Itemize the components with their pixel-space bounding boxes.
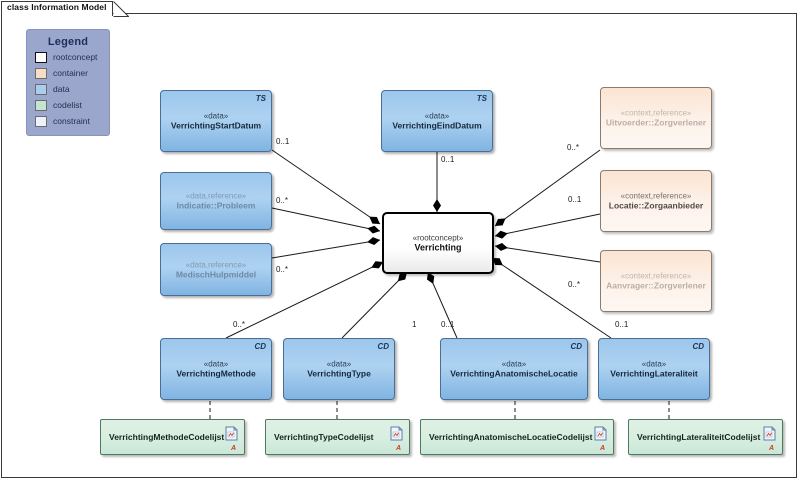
class-stereotype: «data,reference» <box>185 191 247 201</box>
document-icon <box>225 426 238 441</box>
legend-swatch-codelist <box>35 99 47 111</box>
class-stereotype: «context,reference» <box>620 271 692 281</box>
class-name: VerrichtingType <box>307 368 371 379</box>
multiplicity-type: 1 <box>412 320 417 329</box>
legend-label-constraint: constraint <box>53 116 90 126</box>
legend-item-codelist: codelist <box>35 98 109 112</box>
class-node-aanvrager-zorgverlener[interactable]: «context,reference» Aanvrager::Zorgverle… <box>600 250 712 312</box>
class-node-indicatie-probleem[interactable]: «data,reference» Indicatie::Probleem <box>160 172 272 230</box>
class-stereotype: «data» <box>424 111 450 121</box>
class-name: MedischHulpmiddel <box>175 269 257 279</box>
legend-item-rootconcept: rootconcept <box>35 50 109 64</box>
multiplicity-anatomische-locatie: 0..1 <box>441 320 455 329</box>
document-icon <box>763 426 776 441</box>
class-node-verrichting-lateraliteit[interactable]: CD «data» VerrichtingLateraliteit <box>598 338 710 400</box>
legend-swatch-data <box>35 83 47 95</box>
legend-swatch-constraint <box>35 115 47 127</box>
class-node-locatie-zorgaanbieder[interactable]: «context,reference» Locatie::Zorgaanbied… <box>600 170 712 232</box>
class-name: Indicatie::Probleem <box>176 200 256 211</box>
legend-label-data: data <box>53 84 70 94</box>
class-tag-cd: CD <box>377 342 389 351</box>
class-name: Uitvoerder::Zorgverlener <box>605 117 707 128</box>
class-name: Verrichting <box>414 242 462 253</box>
legend-label-container: container <box>53 68 88 78</box>
class-name: Locatie::Zorgaanbieder <box>608 200 704 211</box>
multiplicity-aanvrager: 0..* <box>568 280 581 289</box>
class-tag-cd: CD <box>570 342 582 351</box>
multiplicity-methode: 0..* <box>233 320 246 329</box>
legend-label-rootconcept: rootconcept <box>53 52 98 62</box>
class-name: VerrichtingLateraliteit <box>610 368 698 379</box>
legend-item-data: data <box>35 82 109 96</box>
codelist-name: VerrichtingAnatomischeLocatieCodelijst <box>429 432 593 442</box>
legend-swatch-container <box>35 67 47 79</box>
codelist-marker: A <box>230 445 236 452</box>
legend-swatch-rootconcept <box>35 51 47 63</box>
class-stereotype: «data» <box>641 359 667 369</box>
class-name: VerrichtingAnatomischeLocatie <box>450 368 578 379</box>
class-stereotype: «rootconcept» <box>412 233 464 243</box>
class-tag-ts: TS <box>255 94 266 103</box>
multiplicity-locatie: 0..1 <box>568 195 582 204</box>
multiplicity-start-datum: 0..1 <box>276 137 290 146</box>
codelist-name: VerrichtingMethodeCodelijst <box>109 432 225 442</box>
class-name: VerrichtingEindDatum <box>392 120 482 131</box>
multiplicity-indicatie: 0..* <box>276 196 289 205</box>
multiplicity-lateraliteit: 0..1 <box>615 320 629 329</box>
diagram-title-tab-slant <box>113 1 129 17</box>
class-node-verrichting-start-datum[interactable]: TS «data» VerrichtingStartDatum <box>160 90 272 152</box>
codelist-marker: A <box>395 445 401 452</box>
class-tag-cd: CD <box>254 342 266 351</box>
class-node-verrichting-type[interactable]: CD «data» VerrichtingType <box>283 338 395 400</box>
codelist-node-verrichting-type-codelijst[interactable]: VerrichtingTypeCodelijst A <box>265 419 410 455</box>
class-node-verrichting-eind-datum[interactable]: TS «data» VerrichtingEindDatum <box>381 90 493 152</box>
class-node-uitvoerder-zorgverlener[interactable]: «context,reference» Uitvoerder::Zorgverl… <box>600 87 712 149</box>
class-node-verrichting-root[interactable]: «rootconcept» Verrichting <box>382 212 494 274</box>
legend-panel: Legend rootconcept container data codeli… <box>26 29 110 136</box>
document-icon <box>390 426 403 441</box>
codelist-marker: A <box>599 445 605 452</box>
class-name: Aanvrager::Zorgverlener <box>606 280 706 291</box>
codelist-node-verrichting-lateraliteit-codelijst[interactable]: VerrichtingLateraliteitCodelijst A <box>628 419 783 455</box>
codelist-name: VerrichtingLateraliteitCodelijst <box>637 432 761 442</box>
document-icon <box>594 426 607 441</box>
codelist-node-verrichting-methode-codelijst[interactable]: VerrichtingMethodeCodelijst A <box>100 419 245 455</box>
class-node-medisch-hulpmiddel[interactable]: «data,reference» MedischHulpmiddel <box>160 243 272 296</box>
codelist-name: VerrichtingTypeCodelijst <box>274 432 374 442</box>
class-stereotype: «data» <box>203 359 229 369</box>
codelist-node-verrichting-anatomische-locatie-codelijst[interactable]: VerrichtingAnatomischeLocatieCodelijst A <box>420 419 614 455</box>
legend-item-constraint: constraint <box>35 114 109 128</box>
multiplicity-eind-datum: 0..1 <box>441 155 455 164</box>
diagram-title-tab-body <box>1 1 113 16</box>
class-stereotype: «data,reference» <box>185 260 247 269</box>
class-tag-ts: TS <box>476 94 487 103</box>
multiplicity-hulpmiddel: 0..* <box>276 265 289 274</box>
class-stereotype: «data» <box>326 359 352 369</box>
legend-title: Legend <box>47 36 89 48</box>
legend-label-codelist: codelist <box>53 100 82 110</box>
class-stereotype: «context,reference» <box>620 191 692 201</box>
page-title: class Information Model <box>7 2 107 12</box>
class-name: VerrichtingStartDatum <box>170 120 262 131</box>
class-node-verrichting-anatomische-locatie[interactable]: CD «data» VerrichtingAnatomischeLocatie <box>440 338 588 400</box>
class-stereotype: «data» <box>501 359 527 369</box>
codelist-marker: A <box>768 445 774 452</box>
class-stereotype: «data» <box>203 111 229 121</box>
class-tag-cd: CD <box>692 342 704 351</box>
class-node-verrichting-methode[interactable]: CD «data» VerrichtingMethode <box>160 338 272 400</box>
class-name: VerrichtingMethode <box>176 368 256 379</box>
legend-item-container: container <box>35 66 109 80</box>
multiplicity-uitvoerder: 0..* <box>567 143 580 152</box>
class-stereotype: «context,reference» <box>620 108 692 118</box>
